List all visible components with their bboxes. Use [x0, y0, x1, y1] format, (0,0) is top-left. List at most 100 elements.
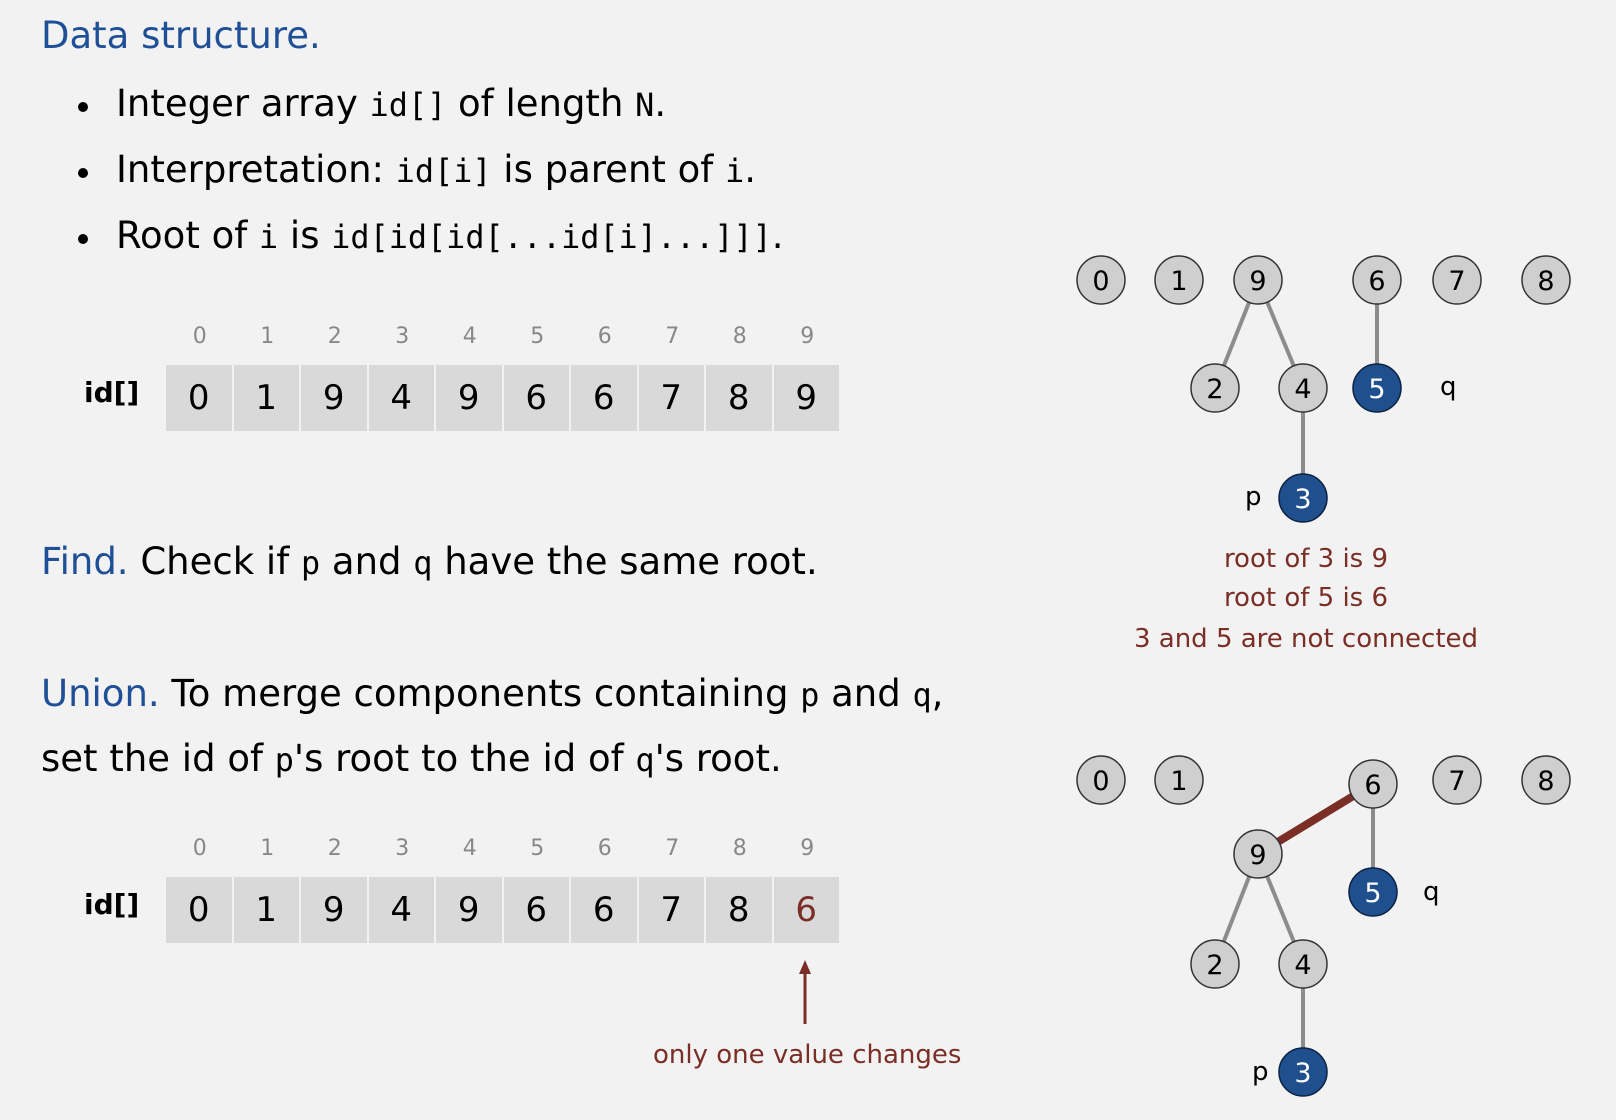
array-index: 0 [192, 324, 207, 349]
array-cell-changed: 6 [773, 877, 839, 943]
svg-text:9: 9 [1249, 266, 1266, 297]
array-cells: 0 1 9 4 9 6 6 7 8 6 [166, 877, 841, 943]
tree-node: 7 [1432, 755, 1482, 805]
array-index: 8 [732, 836, 747, 861]
svg-text:6: 6 [1364, 770, 1381, 801]
array-index-row: 0 1 2 3 4 5 6 7 8 9 [166, 836, 841, 861]
array-index: 8 [732, 324, 747, 349]
tree-node: 8 [1521, 755, 1571, 805]
tree-node-highlighted: 3 [1278, 1047, 1328, 1097]
tree-node-highlighted: 3 [1278, 473, 1328, 523]
array-index: 4 [462, 324, 477, 349]
array-index: 1 [260, 324, 275, 349]
array-index: 5 [530, 836, 545, 861]
array-index-row: 0 1 2 3 4 5 6 7 8 9 [166, 324, 841, 349]
find-line: Find. Check if p and q have the same roo… [41, 540, 818, 583]
array-index: 2 [327, 836, 342, 861]
tree-node: 6 [1348, 759, 1398, 809]
array-index: 9 [800, 324, 815, 349]
bullet-item: Interpretation: id[i] is parent of i. [78, 144, 784, 210]
tree-node: 1 [1154, 255, 1204, 305]
tree-node: 2 [1190, 363, 1240, 413]
tree-node-highlighted: 5 [1352, 363, 1402, 413]
svg-text:5: 5 [1368, 374, 1385, 405]
array-index: 4 [462, 836, 477, 861]
array-index: 7 [665, 324, 680, 349]
array-label: id[] [84, 376, 140, 409]
q-label: q [1423, 877, 1440, 907]
array-index: 3 [395, 324, 410, 349]
tree-note: root of 3 is 9 [1224, 544, 1388, 574]
array-cell: 7 [638, 365, 704, 431]
array-index: 6 [597, 836, 612, 861]
svg-text:4: 4 [1294, 374, 1311, 405]
array-index: 6 [597, 324, 612, 349]
array-cell: 6 [503, 365, 569, 431]
p-label: p [1252, 1057, 1269, 1087]
array-cell: 8 [706, 877, 772, 943]
p-label: p [1245, 482, 1262, 512]
union-heading: Union. [41, 672, 160, 715]
array-cells: 0 1 9 4 9 6 6 7 8 9 [166, 365, 841, 431]
array-index: 5 [530, 324, 545, 349]
svg-text:0: 0 [1092, 766, 1109, 797]
svg-text:7: 7 [1448, 266, 1465, 297]
array-index: 2 [327, 324, 342, 349]
tree-node: 4 [1278, 939, 1328, 989]
change-note: only one value changes [653, 1040, 962, 1070]
array-cell: 9 [436, 877, 502, 943]
tree-node: 9 [1233, 255, 1283, 305]
union-line-2: set the id of p's root to the id of q's … [41, 737, 782, 780]
find-heading: Find. [41, 540, 129, 583]
tree-node: 0 [1076, 255, 1126, 305]
array-index: 9 [800, 836, 815, 861]
svg-text:8: 8 [1537, 266, 1554, 297]
svg-text:9: 9 [1249, 840, 1266, 871]
array-cell: 6 [571, 365, 637, 431]
svg-text:3: 3 [1294, 484, 1311, 515]
array-cell: 8 [706, 365, 772, 431]
bullet-item: Root of i is id[id[id[...id[i]...]]]. [78, 210, 784, 276]
svg-text:4: 4 [1294, 950, 1311, 981]
array-index: 7 [665, 836, 680, 861]
array-cell: 6 [503, 877, 569, 943]
tree-node: 6 [1352, 255, 1402, 305]
array-cell: 9 [773, 365, 839, 431]
svg-text:6: 6 [1368, 266, 1385, 297]
array-index: 0 [192, 836, 207, 861]
tree-before: 0 1 9 6 7 8 2 4 5 3 q p root of 3 is 9 r… [1076, 255, 1571, 650]
data-structure-heading: Data structure. [41, 14, 321, 57]
tree-node: 1 [1154, 755, 1204, 805]
array-index: 1 [260, 836, 275, 861]
array-cell: 1 [233, 877, 299, 943]
union-line-1: Union. To merge components containing p … [41, 672, 944, 715]
array-cell: 9 [301, 365, 367, 431]
tree-node: 0 [1076, 755, 1126, 805]
tree-node: 7 [1432, 255, 1482, 305]
array-cell: 9 [436, 365, 502, 431]
q-label: q [1440, 372, 1457, 402]
tree-note: root of 5 is 6 [1224, 583, 1388, 613]
tree-node: 2 [1190, 939, 1240, 989]
svg-text:3: 3 [1294, 1058, 1311, 1089]
tree-after: 0 1 6 7 8 9 5 2 4 3 q p [1076, 755, 1571, 1097]
tree-node-highlighted: 5 [1348, 867, 1398, 917]
change-arrow-icon [799, 960, 811, 1024]
tree-node: 8 [1521, 255, 1571, 305]
svg-text:0: 0 [1092, 266, 1109, 297]
svg-text:2: 2 [1206, 950, 1223, 981]
bullet-item: Integer array id[] of length N. [78, 78, 784, 144]
svg-text:2: 2 [1206, 374, 1223, 405]
svg-text:1: 1 [1170, 266, 1187, 297]
tree-node: 4 [1278, 363, 1328, 413]
tree-note: 3 and 5 are not connected [1134, 624, 1478, 650]
array-cell: 0 [166, 365, 232, 431]
tree-node: 9 [1233, 829, 1283, 879]
svg-text:1: 1 [1170, 766, 1187, 797]
array-cell: 4 [368, 365, 434, 431]
array-cell: 6 [571, 877, 637, 943]
array-cell: 9 [301, 877, 367, 943]
array-index: 3 [395, 836, 410, 861]
data-structure-bullets: Integer array id[] of length N. Interpre… [78, 78, 784, 276]
array-cell: 7 [638, 877, 704, 943]
